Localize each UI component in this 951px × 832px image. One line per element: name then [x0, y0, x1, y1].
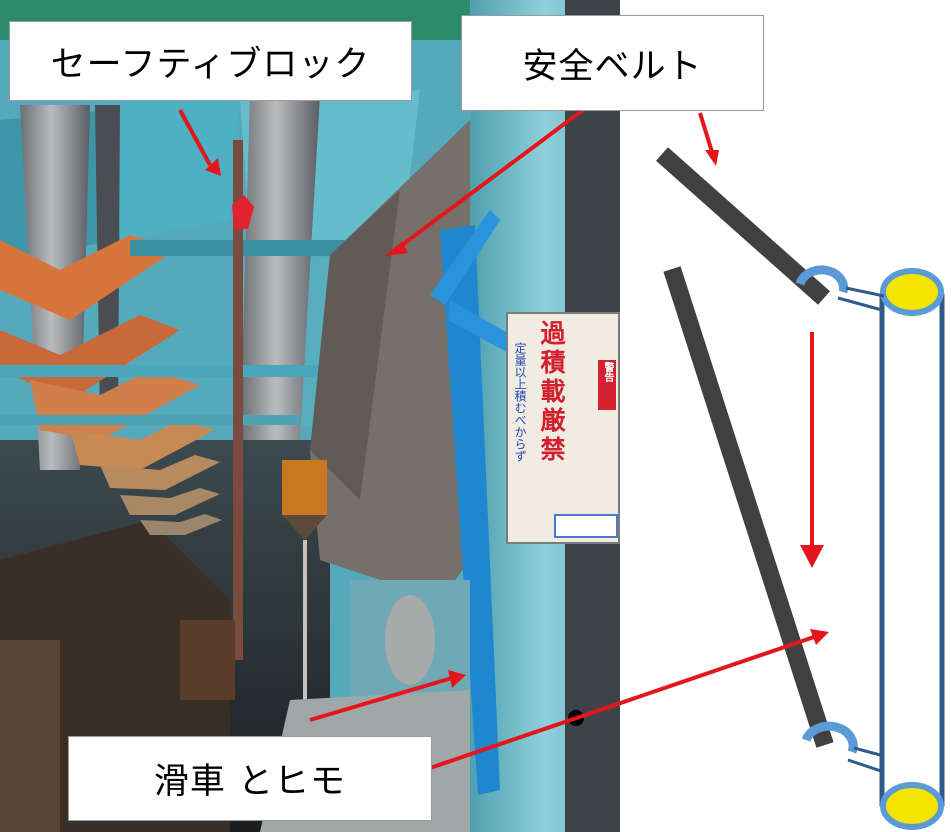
roller-cap-top — [880, 268, 944, 316]
label-safety-belt: 安全ベルト — [461, 15, 764, 111]
sign-sub-text: 定量以上積むべからず — [513, 342, 527, 462]
label-pulley-rope: 滑車 とヒモ — [68, 736, 432, 821]
roller-body — [879, 293, 945, 807]
clip-bottom — [801, 721, 858, 754]
clip-top — [795, 265, 849, 294]
roller-cap-bottom — [880, 782, 944, 830]
sign-tag-text: 警告 — [602, 362, 613, 382]
label-safety-block: セーフティブロック — [9, 21, 412, 101]
belt-lower — [663, 266, 834, 748]
belt-upper — [656, 147, 830, 305]
sign-main-text: 過積載厳禁 — [537, 320, 566, 465]
